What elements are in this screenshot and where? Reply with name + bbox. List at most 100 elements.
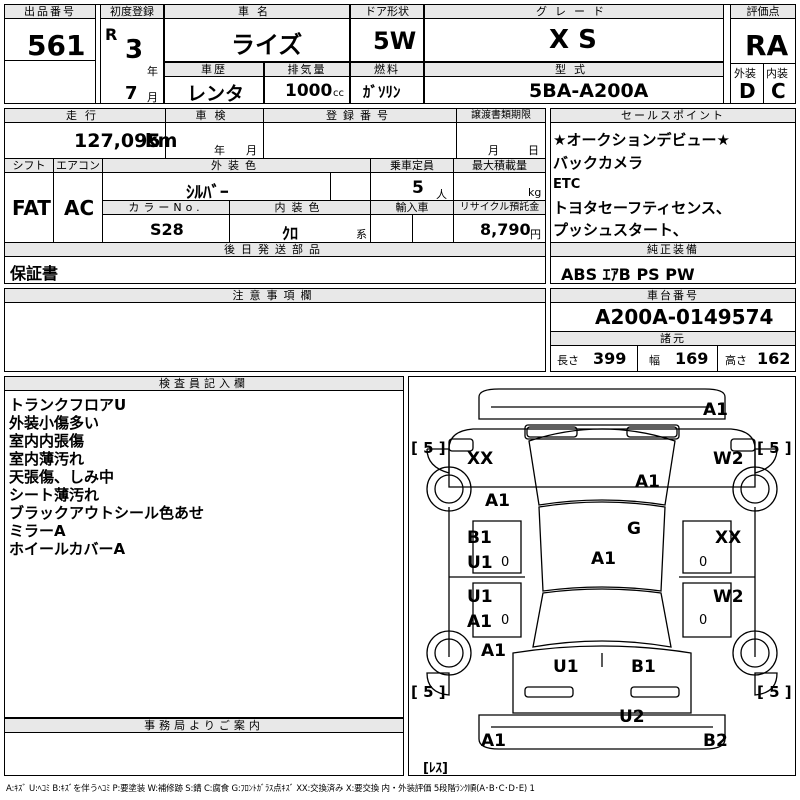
fuel: ｶﾞｿﾘﾝ	[363, 83, 401, 101]
inspection-label: 車検	[166, 109, 263, 123]
mark-right-rear-door: XX	[715, 528, 742, 548]
recycle-unit: 円	[530, 228, 541, 241]
reg-no-label: 登録番号	[264, 109, 456, 123]
int-color-unit: 系	[356, 228, 367, 241]
width-label: 幅	[649, 354, 660, 367]
equipment-label: 純正装備	[551, 243, 795, 257]
info-section	[4, 108, 546, 284]
model-label: 型式	[425, 63, 723, 77]
history-cell: 車歴 レンタ	[164, 62, 264, 105]
notes-label: 注意事項欄	[5, 289, 545, 303]
displacement-unit: cc	[333, 88, 344, 99]
ext-color-label: 外装色	[103, 159, 370, 173]
car-name-label: 車名	[165, 5, 349, 19]
mark-left-front-door-2: A1	[467, 612, 492, 632]
displacement-cell: 排気量 1000 cc	[264, 62, 350, 104]
tire-rear-right: [ 5 ]	[757, 439, 792, 457]
mark-rear-right-corner: W2	[713, 449, 744, 469]
grade: X S	[549, 25, 597, 55]
displacement: 1000	[285, 81, 333, 101]
transfer-label: 譲渡書類期限	[457, 109, 545, 123]
ac-label: エアコン	[54, 159, 102, 173]
color-no: S28	[150, 220, 184, 239]
capacity-unit: 人	[436, 188, 447, 201]
transfer-day-unit: 日	[528, 144, 539, 157]
inspector-line-5: 天張傷、しみ中	[9, 468, 115, 486]
inspection-year-unit: 年	[214, 144, 225, 157]
grade-cell: グレード X S	[424, 4, 724, 62]
exterior-grade: D	[739, 79, 756, 103]
mark-left-fender: A1	[481, 641, 506, 661]
mark-front-right: B2	[703, 731, 728, 751]
car-outline	[426, 388, 778, 750]
year-unit: 年	[147, 65, 158, 78]
score-label: 評価点	[731, 5, 795, 19]
car-name: ライズ	[231, 31, 303, 59]
inspector-line-8: ミラーA	[9, 522, 66, 540]
exterior-label: 外装	[734, 67, 756, 80]
doors-label: ドア形状	[351, 5, 423, 19]
sales-line-5: プッシュスタート、	[553, 221, 688, 239]
length: 399	[593, 349, 627, 368]
recycle-fee: 8,790	[480, 220, 531, 239]
capacity-label: 乗車定員	[371, 159, 453, 173]
inspector-line-6: シート薄汚れ	[9, 486, 100, 504]
legend: A:ｷｽﾞ U:ﾍｺﾐ B:ｷｽﾞを伴うﾍｺﾐ P:要塗装 W:補修跡 S:錆 …	[6, 784, 535, 794]
inspector-line-9: ホイールカバーA	[9, 540, 126, 558]
sales-line-2: バックカメラ	[553, 154, 644, 172]
lot-number: 561	[27, 29, 86, 62]
history: レンタ	[187, 83, 245, 105]
mark-roof-g: G	[627, 519, 641, 539]
doors: 5W	[373, 27, 417, 55]
inspector-line-7: ブラックアウトシール色あせ	[9, 504, 205, 522]
max-load-label: 最大積載量	[454, 159, 545, 173]
first-reg-label: 初度登録	[101, 5, 163, 19]
office-section: 事務局よりご案内	[4, 718, 404, 776]
mark-roof-a1: A1	[591, 549, 616, 569]
inspection-month-unit: 月	[246, 144, 257, 157]
chassis-label: 車台番号	[551, 289, 795, 303]
tire-front-right: [ 5 ]	[757, 683, 792, 701]
mark-rear-glass: A1	[635, 472, 660, 492]
mark-front-left: A1	[481, 731, 506, 751]
car-diagram: [ 5 ] [ 5 ] [ 5 ] [ 5 ] A1 XX W2 A1 A1 B…	[408, 376, 796, 776]
ac: AC	[64, 196, 95, 220]
first-reg-month: 7	[125, 83, 138, 104]
history-label: 車歴	[165, 63, 263, 77]
mark-left-rear-door-0: 0	[501, 555, 510, 570]
inspector-line-1: トランクフロアU	[9, 396, 127, 414]
office-label: 事務局よりご案内	[5, 719, 403, 733]
grade-label: グレード	[425, 5, 723, 19]
score: RA	[745, 29, 789, 62]
length-label: 長さ	[557, 354, 579, 367]
fuel-label: 燃料	[351, 63, 423, 77]
first-reg-cell: 初度登録 R 3 年 7 月	[100, 4, 164, 104]
capacity: 5	[412, 178, 424, 198]
height: 162	[757, 349, 791, 368]
car-name-cell: 車名 ライズ	[164, 4, 350, 62]
lot-cell: 出品番号 561	[4, 4, 96, 104]
width: 169	[675, 349, 709, 368]
height-label: 高さ	[725, 354, 747, 367]
month-unit: 月	[147, 91, 158, 104]
mileage-label: 走行	[5, 109, 165, 123]
mark-rear-left-quarter: A1	[485, 491, 510, 511]
interior-grade: C	[771, 79, 786, 103]
mark-front-grille: U2	[619, 707, 645, 727]
first-reg-year: 3	[125, 35, 144, 65]
inspector-line-4: 室内薄汚れ	[9, 450, 85, 468]
mark-left-rear-door-1: B1	[467, 528, 492, 548]
sales-line-3: ETC	[553, 177, 581, 192]
score-cell: 評価点 RA 外装 内装 D C	[730, 4, 796, 104]
mark-left-rear-door-2: U1	[467, 553, 493, 573]
model: 5BA-A200A	[529, 80, 649, 102]
int-color-label: 内装色	[230, 201, 370, 215]
mark-rear-bumper: A1	[703, 400, 728, 420]
later-parts-label: 後日発送部品	[5, 243, 545, 257]
sales-label: セールスポイント	[551, 109, 795, 123]
int-color: ｸﾛ	[282, 224, 299, 243]
tire-rear-left: [ 5 ]	[411, 439, 446, 457]
later-parts: 保証書	[10, 264, 59, 283]
mark-right-front-door: W2	[713, 587, 744, 607]
sales-line-1: ★オークションデビュー★	[553, 131, 730, 149]
